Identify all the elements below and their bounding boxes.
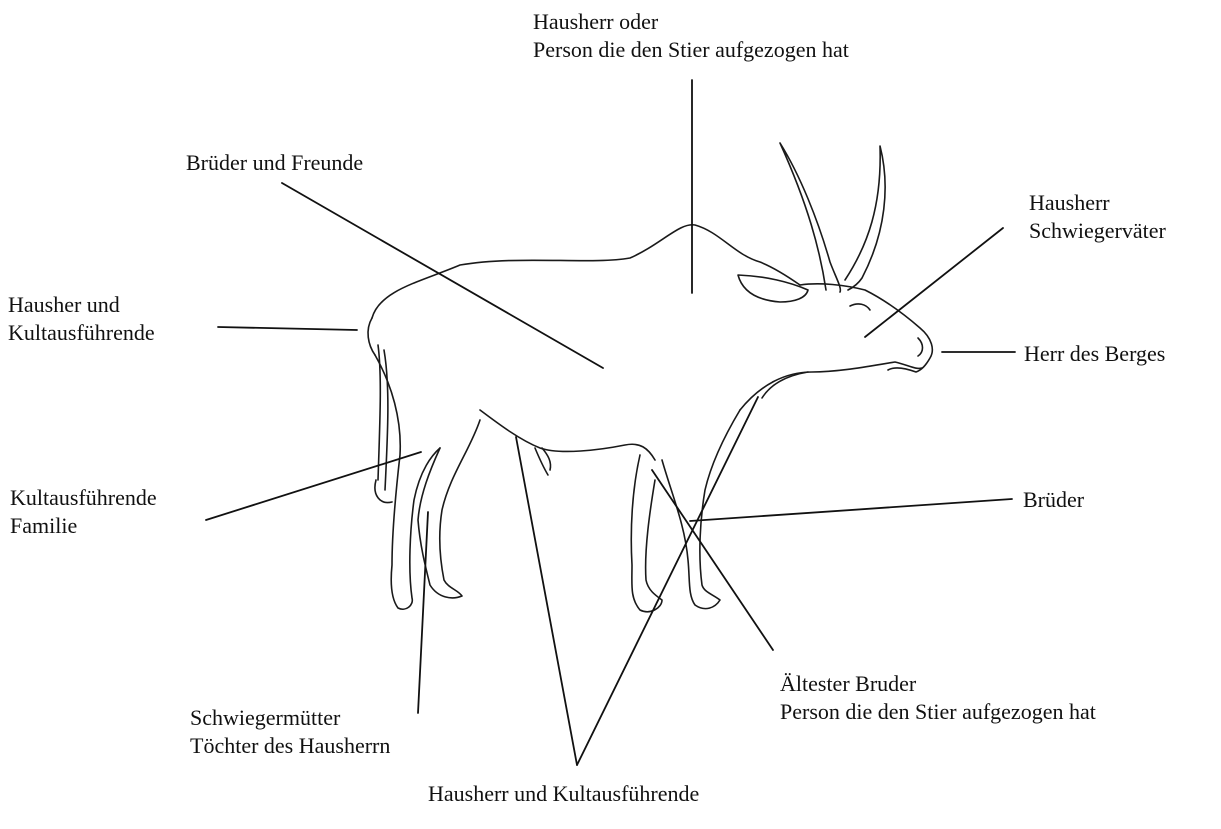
label-hind-line1: Kultausführende (10, 484, 157, 512)
bull-horn-right (845, 146, 885, 290)
label-mothers: Schwiegermütter Töchter des Hausherrn (190, 704, 390, 760)
label-bottom-text: Hausherr und Kultausführende (428, 780, 699, 808)
label-top: Hausherr oder Person die den Stier aufge… (533, 8, 849, 64)
bull-nostril (918, 338, 923, 356)
label-hump-line2: Kultausführende (8, 319, 155, 347)
leader-bottom-left (516, 437, 577, 765)
label-mothers-line2: Töchter des Hausherrn (190, 732, 390, 760)
label-hump-line1: Hausher und (8, 291, 155, 319)
bull-ear (738, 275, 808, 302)
label-head-line1: Hausherr (1029, 189, 1166, 217)
label-brothers-text: Brüder (1023, 486, 1084, 514)
bull-rump-outline (368, 318, 375, 355)
label-eldest: Ältester Bruder Person die den Stier auf… (780, 670, 1096, 726)
leader-brothers (690, 499, 1012, 521)
label-brothers-friends-text: Brüder und Freunde (186, 149, 363, 177)
leader-bottom-right (577, 397, 758, 765)
leader-head (865, 228, 1003, 337)
label-top-line2: Person die den Stier aufgezogen hat (533, 36, 849, 64)
label-head: Hausherr Schwiegerväter (1029, 189, 1166, 245)
label-eldest-line1: Ältester Bruder (780, 670, 1096, 698)
label-hind-line2: Familie (10, 512, 157, 540)
leader-hump (218, 327, 357, 330)
label-mothers-line1: Schwiegermütter (190, 704, 390, 732)
bull-front-leg-front (662, 410, 740, 609)
label-bottom: Hausherr und Kultausführende (428, 780, 699, 808)
bull-eye (850, 304, 870, 310)
label-muzzle-text: Herr des Berges (1024, 340, 1165, 368)
label-muzzle: Herr des Berges (1024, 340, 1165, 368)
leader-brothers-friends (282, 183, 603, 368)
label-eldest-line2: Person die den Stier aufgezogen hat (780, 698, 1096, 726)
leader-mothers (418, 512, 428, 713)
leader-eldest (652, 470, 773, 650)
label-hind: Kultausführende Familie (10, 484, 157, 540)
label-top-line1: Hausherr oder (533, 8, 849, 36)
leader-hind (206, 452, 421, 520)
bull-chest (740, 362, 922, 410)
bull-horn-left (780, 143, 840, 292)
label-head-line2: Schwiegerväter (1029, 217, 1166, 245)
label-hump: Hausher und Kultausführende (8, 291, 155, 347)
label-brothers: Brüder (1023, 486, 1084, 514)
bull-belly (480, 410, 655, 460)
bull-head (800, 284, 932, 372)
bull-sheath (535, 448, 551, 475)
bull-tail (375, 345, 392, 503)
bull-drawing (368, 143, 932, 612)
bull-hind-leg-front (418, 420, 480, 598)
leader-lines (206, 80, 1015, 765)
label-brothers-friends: Brüder und Freunde (186, 149, 363, 177)
